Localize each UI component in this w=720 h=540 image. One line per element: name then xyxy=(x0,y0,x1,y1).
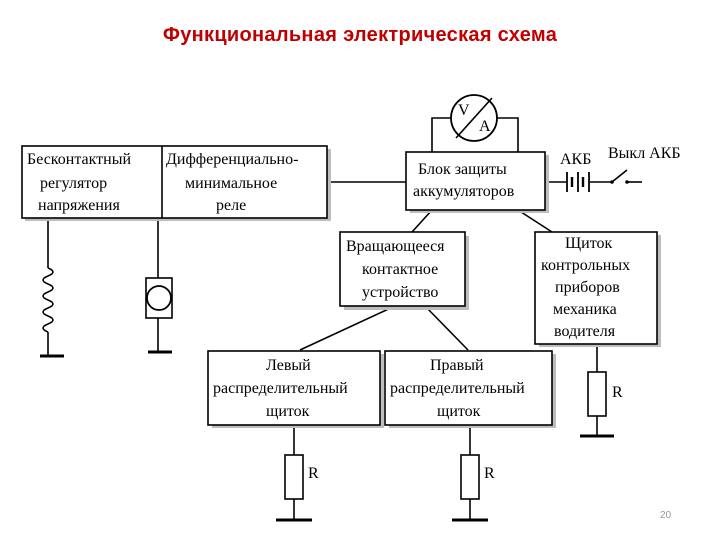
right-line-1: Правый xyxy=(430,357,484,374)
regulator-line-3: напряжения xyxy=(38,197,120,214)
page-number: 20 xyxy=(660,510,672,521)
relay-line-1: Дифференциально- xyxy=(166,151,298,168)
akb-label: АКБ xyxy=(560,151,591,168)
left-line-2: распределительный xyxy=(213,380,348,397)
protection-line-1: Блок защиты xyxy=(418,161,507,178)
instrument-panel-block: Щиток контрольных приборов механика води… xyxy=(534,231,661,347)
wire-rotating-right xyxy=(424,305,469,351)
relay-line-2: минимальное xyxy=(185,175,277,192)
meter-v-label: V xyxy=(458,102,470,119)
motor-icon xyxy=(145,277,173,354)
inductor-icon xyxy=(40,267,64,358)
panel-line-3: приборов xyxy=(555,279,620,296)
right-distribution-block: Правый распределительный щиток xyxy=(384,350,556,428)
resistor-label-right: R xyxy=(484,465,495,482)
wire-protection-rotating xyxy=(411,209,433,233)
wire-rotating-left xyxy=(299,305,396,351)
relay-line-3: реле xyxy=(216,197,246,214)
diagram-title: Функциональная электрическая схема xyxy=(162,24,558,46)
resistor-label-panel: R xyxy=(612,384,623,401)
regulator-line-2: регулятор xyxy=(40,175,107,192)
resistor-label-left: R xyxy=(308,465,319,482)
protection-line-2: аккумуляторов xyxy=(413,183,515,200)
left-line-3: щиток xyxy=(266,403,310,420)
battery-icon xyxy=(566,172,590,192)
left-distribution-block: Левый распределительный щиток xyxy=(207,350,384,428)
rotating-line-2: контактное xyxy=(362,261,438,278)
protection-block: Блок защиты аккумуляторов xyxy=(405,151,549,213)
resistor-icon-left xyxy=(276,454,312,522)
regulator-relay-block: Бесконтактный регулятор напряжения Диффе… xyxy=(21,145,331,221)
resistor-icon-panel xyxy=(580,371,614,438)
right-line-3: щиток xyxy=(437,403,481,420)
switch-icon xyxy=(610,169,629,184)
left-line-1: Левый xyxy=(266,357,311,374)
panel-line-1: Щиток xyxy=(565,235,612,252)
regulator-line-1: Бесконтактный xyxy=(27,151,131,168)
rotating-line-3: устройство xyxy=(362,284,438,301)
meter-a-label: A xyxy=(479,118,491,135)
right-line-2: распределительный xyxy=(390,380,525,397)
rotating-device-block: Вращающееся контактное устройство xyxy=(339,231,469,310)
rotating-line-1: Вращающееся xyxy=(346,238,445,255)
panel-line-4: механика xyxy=(553,301,617,318)
switch-label: Выкл АКБ xyxy=(608,145,681,162)
panel-line-2: контрольных xyxy=(541,257,630,274)
voltammeter-icon: V A xyxy=(450,94,498,142)
panel-line-5: водителя xyxy=(554,323,616,340)
resistor-icon-right xyxy=(452,454,488,522)
wire-protection-panel xyxy=(517,209,553,233)
